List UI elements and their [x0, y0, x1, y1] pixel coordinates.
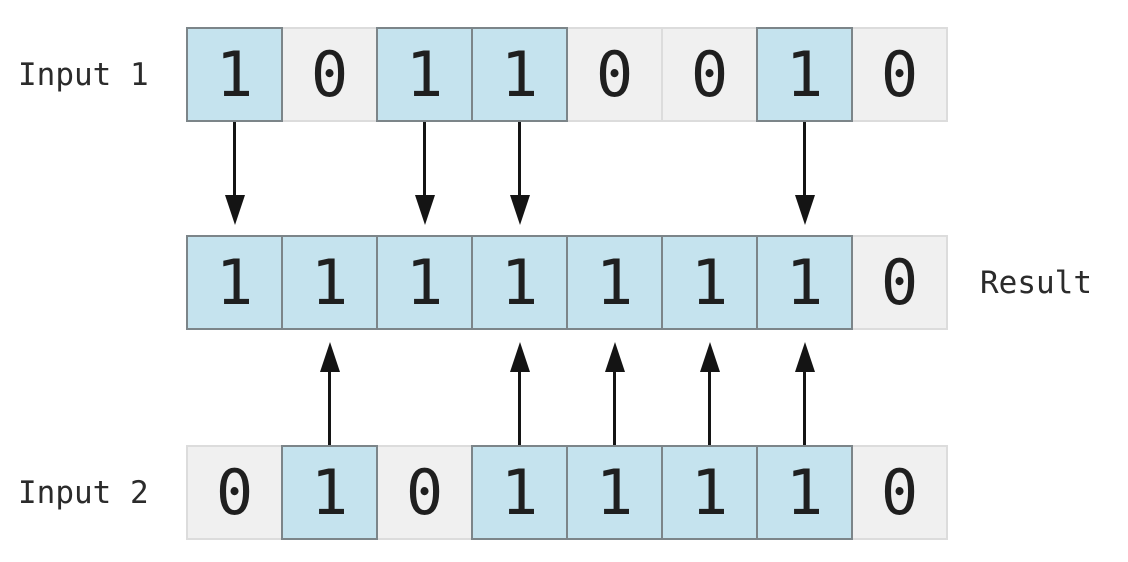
bit-cell: 0 — [851, 445, 948, 540]
up-arrow — [794, 342, 815, 445]
down-arrow — [224, 122, 245, 225]
up-arrow — [319, 342, 340, 445]
bit-cell: 1 — [186, 235, 283, 330]
result-row: 1 1 1 1 1 1 1 0 — [186, 235, 948, 330]
input2-label: Input 2 — [18, 474, 149, 511]
bit-cell: 0 — [851, 235, 948, 330]
bit-cell: 0 — [281, 27, 378, 122]
bit-cell: 0 — [186, 445, 283, 540]
bit-cell: 1 — [186, 27, 283, 122]
down-arrow — [794, 122, 815, 225]
up-arrow — [699, 342, 720, 445]
bit-cell: 1 — [756, 235, 853, 330]
bit-cell: 0 — [661, 27, 758, 122]
bit-cell: 1 — [756, 445, 853, 540]
input1-row: 1 0 1 1 0 0 1 0 — [186, 27, 948, 122]
bit-cell: 0 — [851, 27, 948, 122]
bit-cell: 1 — [376, 235, 473, 330]
bit-cell: 1 — [471, 235, 568, 330]
input2-row: 0 1 0 1 1 1 1 0 — [186, 445, 948, 540]
bit-cell: 1 — [471, 445, 568, 540]
bit-cell: 1 — [281, 445, 378, 540]
bit-cell: 1 — [756, 27, 853, 122]
bit-cell: 1 — [471, 27, 568, 122]
bit-cell: 1 — [661, 445, 758, 540]
down-arrow — [509, 122, 530, 225]
input1-label: Input 1 — [18, 56, 149, 93]
bit-cell: 1 — [566, 235, 663, 330]
down-arrow — [414, 122, 435, 225]
bit-cell: 0 — [566, 27, 663, 122]
bit-cell: 1 — [661, 235, 758, 330]
bit-cell: 0 — [376, 445, 473, 540]
result-label: Result — [980, 264, 1092, 301]
bit-cell: 1 — [376, 27, 473, 122]
up-arrow — [604, 342, 625, 445]
bit-cell: 1 — [281, 235, 378, 330]
bit-cell: 1 — [566, 445, 663, 540]
up-arrow — [509, 342, 530, 445]
